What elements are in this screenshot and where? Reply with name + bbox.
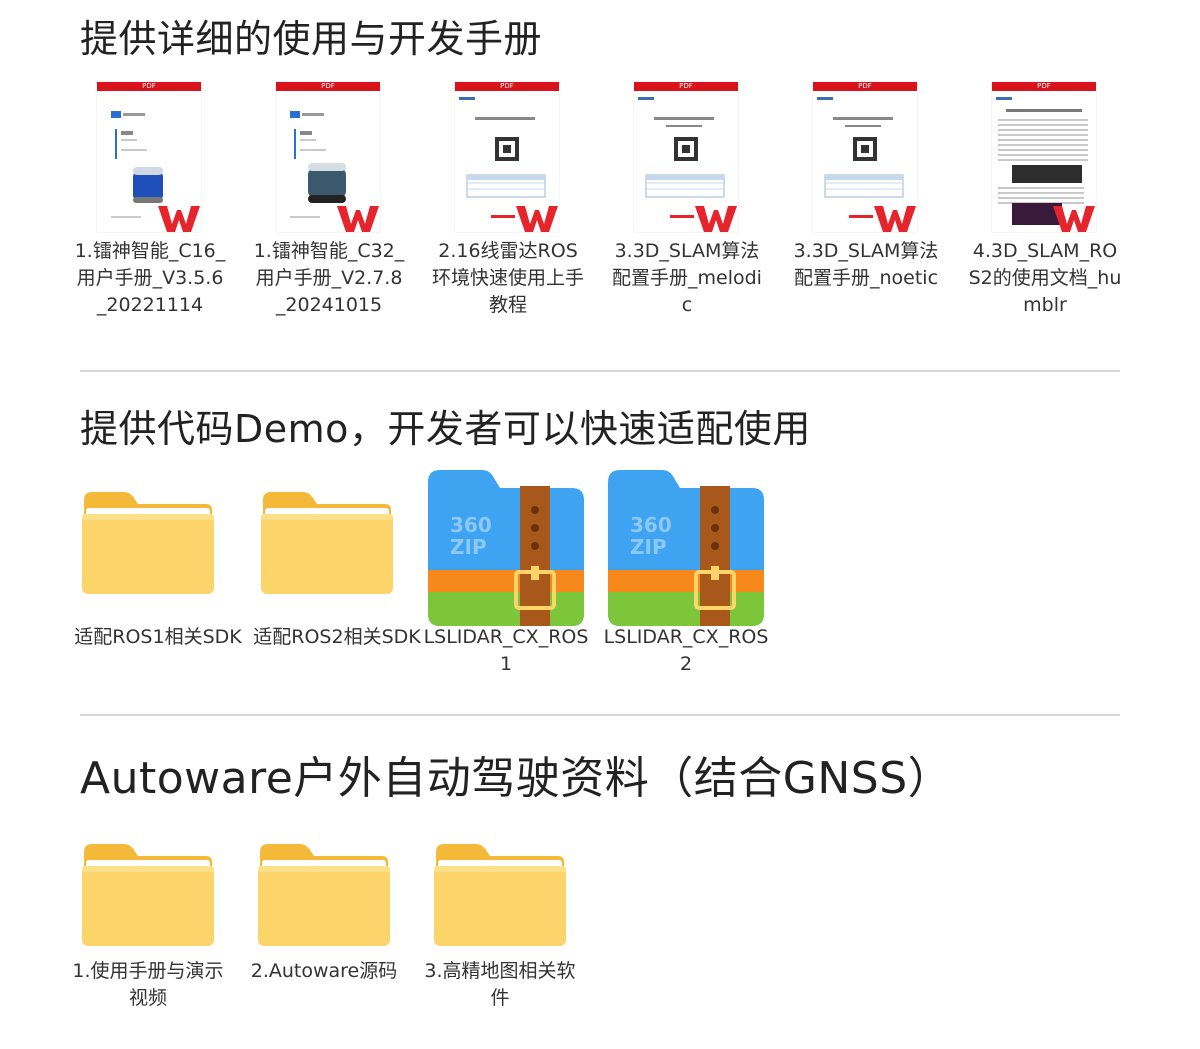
pdf-file-icon: PDF <box>276 82 380 232</box>
section-divider <box>80 370 1120 372</box>
pdf-banner: PDF <box>276 82 380 91</box>
wps-logo-icon <box>337 206 379 232</box>
file-label: 2.Autoware源码 <box>250 960 398 982</box>
svg-text:ZIP: ZIP <box>630 535 667 559</box>
pdf-banner: PDF <box>992 82 1096 91</box>
folder-icon <box>82 844 214 946</box>
pdf-banner: PDF <box>455 82 559 91</box>
section-title-manuals: 提供详细的使用与开发手册 <box>80 17 543 61</box>
file-label: LSLIDAR_CX_ROS1 <box>423 626 589 675</box>
file-label: 3.高精地图相关软件 <box>424 960 576 1009</box>
pdf-file-icon: PDF <box>634 82 738 232</box>
pdf-banner: PDF <box>634 82 738 91</box>
wps-logo-icon <box>516 206 558 232</box>
file-label: 3.3D_SLAM算法配置手册_noetic <box>793 240 939 289</box>
file-label: 1.镭神智能_C16_用户手册_V3.5.6_20221114 <box>74 240 226 316</box>
pdf-banner: PDF <box>813 82 917 91</box>
pdf-file-item[interactable]: PDF 1.镭神智能_C16_用户手册_V3.5.6_20221114 <box>75 82 225 328</box>
folder-icon <box>82 492 214 594</box>
folder-icon <box>261 492 393 594</box>
pdf-file-item[interactable]: PDF 1.镭神智能_C32_用户手册_V2.7.8_20241015 <box>254 82 404 328</box>
section-divider <box>80 714 1120 716</box>
pdf-file-item[interactable]: PDF 4.3D_SLAM_ROS2的使用文档_humblr <box>969 82 1121 328</box>
folder-item[interactable]: 2.Autoware源码 <box>251 822 397 1048</box>
pdf-banner: PDF <box>97 82 201 91</box>
pdf-file-icon: PDF <box>813 82 917 232</box>
wps-logo-icon <box>158 206 200 232</box>
pdf-file-icon: PDF <box>992 82 1096 232</box>
section-title-code-demo: 提供代码Demo，开发者可以快速适配使用 <box>80 407 811 451</box>
svg-text:360: 360 <box>450 513 492 537</box>
file-label: 1.镭神智能_C32_用户手册_V2.7.8_20241015 <box>253 240 405 316</box>
wps-logo-icon <box>695 206 737 232</box>
pdf-file-item[interactable]: PDF 2.16线雷达ROS环境快速使用上手教程 <box>432 82 584 328</box>
section-title-autoware: Autoware户外自动驾驶资料（结合GNSS） <box>80 753 953 804</box>
folder-item[interactable]: 3.高精地图相关软件 <box>424 822 576 1048</box>
file-label: 2.16线雷达ROS环境快速使用上手教程 <box>431 240 584 316</box>
file-label: 适配ROS2相关SDK <box>253 626 421 648</box>
file-label: LSLIDAR_CX_ROS2 <box>603 626 769 675</box>
pdf-file-icon: PDF <box>455 82 559 232</box>
wps-logo-icon <box>1053 206 1095 232</box>
folder-item[interactable]: 适配ROS2相关SDK <box>253 470 421 714</box>
pdf-file-item[interactable]: PDF 3.3D_SLAM算法配置手册_melodic <box>612 82 762 328</box>
folder-icon <box>434 844 566 946</box>
folder-item[interactable]: 1.使用手册与演示视频 <box>72 822 224 1048</box>
pdf-file-item[interactable]: PDF 3.3D_SLAM算法配置手册_noetic <box>794 82 938 328</box>
svg-text:360: 360 <box>630 513 672 537</box>
file-label: 3.3D_SLAM算法配置手册_melodic <box>612 240 762 316</box>
folder-icon <box>258 844 390 946</box>
wps-logo-icon <box>874 206 916 232</box>
file-label: 1.使用手册与演示视频 <box>72 960 224 1009</box>
pdf-file-icon: PDF <box>97 82 201 232</box>
svg-text:ZIP: ZIP <box>450 535 487 559</box>
file-label: 4.3D_SLAM_ROS2的使用文档_humblr <box>968 240 1122 316</box>
file-label: 适配ROS1相关SDK <box>74 626 242 648</box>
folder-item[interactable]: 适配ROS1相关SDK <box>74 470 242 714</box>
